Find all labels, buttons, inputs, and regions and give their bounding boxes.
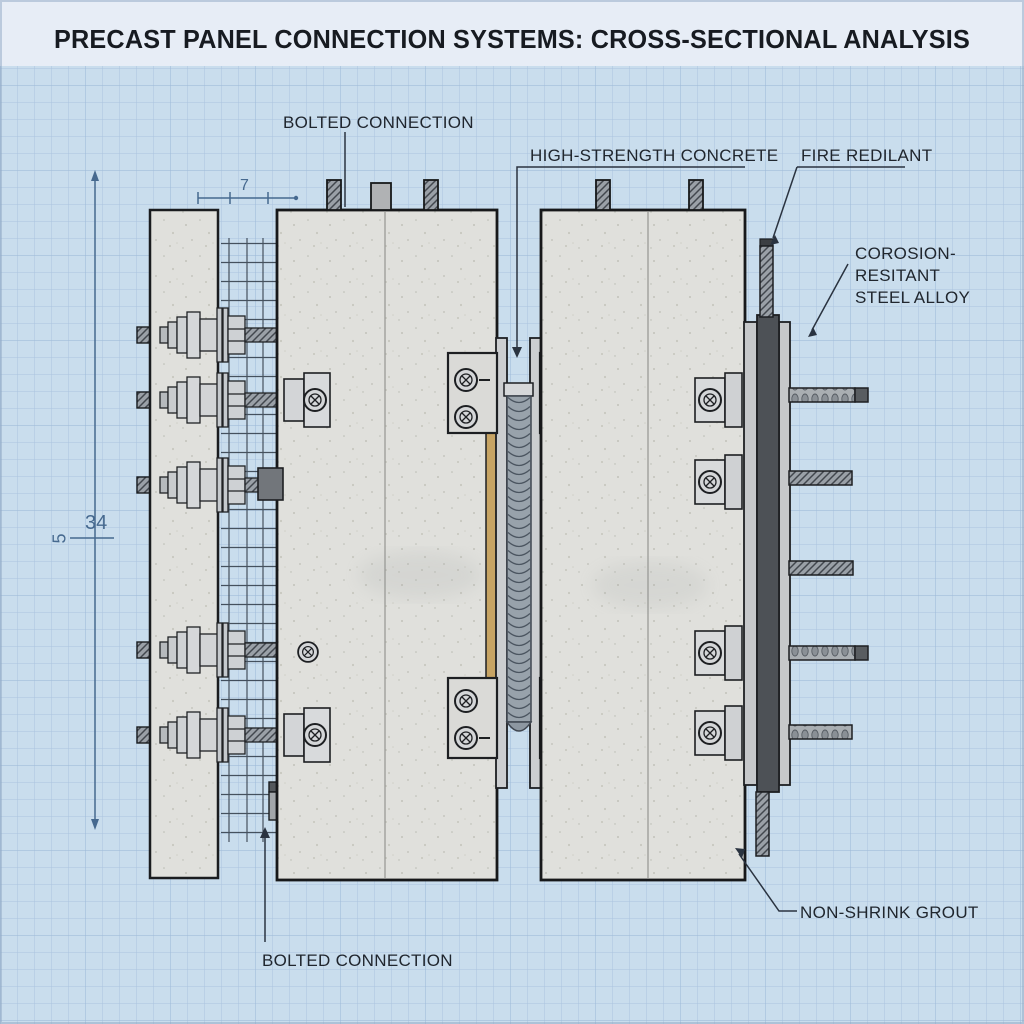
outer-plate <box>743 321 758 786</box>
bolt-assembly <box>159 307 286 363</box>
shear-key-block <box>257 467 284 501</box>
label-corrosion-resistant-steel: COROSION-RESITANT STEEL ALLOY <box>855 244 971 308</box>
label-bolted-connection-top: BOLTED CONNECTION <box>283 113 474 132</box>
rod-cap <box>503 382 534 397</box>
edge-brackets-left <box>257 372 331 763</box>
dim-value-7: 7 <box>240 177 249 194</box>
label-high-strength-concrete: HIGH-STRENGTH CONCRETE <box>530 146 779 165</box>
leader-lines <box>260 132 905 942</box>
bolt-assembly <box>159 707 286 763</box>
bolt-assembly <box>159 372 286 428</box>
dim-value-34: 34 <box>85 512 108 534</box>
vertical-rod-top <box>759 245 774 318</box>
clamp-bracket <box>283 707 331 763</box>
clamp-bracket <box>283 372 331 428</box>
clamp-bracket <box>694 705 743 761</box>
dimension-lines <box>70 170 299 830</box>
left-connection-assembly <box>136 208 296 880</box>
page-title: PRECAST PANEL CONNECTION SYSTEMS: CROSS-… <box>53 24 971 54</box>
rod-tip <box>505 721 533 732</box>
right-steel-assembly <box>694 238 869 857</box>
bolt-assembly <box>159 622 286 678</box>
top-studs <box>326 179 439 211</box>
clamp-bracket <box>694 372 743 428</box>
panel-screw <box>297 641 319 663</box>
clamp-bracket <box>694 454 743 510</box>
right-panel <box>539 208 747 882</box>
steel-alloy-plate <box>756 314 780 793</box>
threaded-weld-rod <box>506 395 532 723</box>
arrowhead <box>770 235 779 245</box>
bolt-assemblies <box>159 307 286 763</box>
left-panel <box>148 208 220 880</box>
vertical-rod-bottom <box>755 791 770 857</box>
title-band <box>0 0 1024 66</box>
bolt-assembly <box>159 457 286 513</box>
dim-arrow-down <box>91 819 99 830</box>
rod-tip-cap <box>759 238 774 247</box>
dim-arrow-up <box>91 170 99 181</box>
horizontal-rods <box>788 387 869 740</box>
arrowhead <box>808 327 817 337</box>
arrowhead <box>735 848 745 858</box>
right-panel-group <box>539 179 747 882</box>
label-fire-redilant: FIRE REDILANT <box>801 146 933 165</box>
clamp-bracket <box>694 625 743 681</box>
arrowhead <box>512 347 522 358</box>
label-non-shrink-grout: NON-SHRINK GROUT <box>800 903 979 922</box>
dim-value-5: 5 <box>49 533 70 544</box>
top-studs <box>595 179 704 211</box>
label-bolted-connection-bottom: BOLTED CONNECTION <box>262 951 453 970</box>
center-panel-group <box>275 179 499 882</box>
arrowhead <box>260 827 270 838</box>
center-panel <box>275 208 499 882</box>
